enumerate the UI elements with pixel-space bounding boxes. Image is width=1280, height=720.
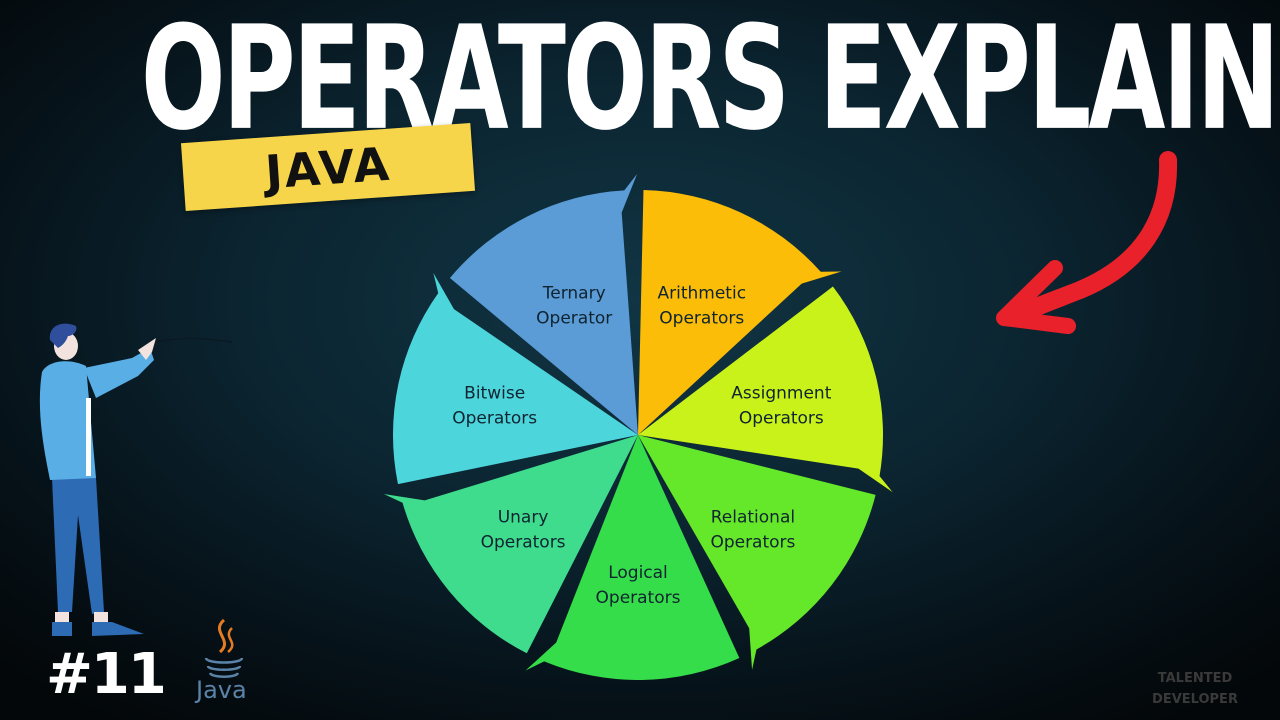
channel-watermark: TALENTED DEVELOPER bbox=[1140, 668, 1250, 710]
episode-number: #11 bbox=[46, 642, 167, 707]
segment-relational bbox=[638, 435, 876, 670]
segment-bitwise bbox=[393, 272, 638, 485]
java-logo-text: Java bbox=[196, 676, 247, 704]
segment-unary bbox=[383, 435, 638, 654]
segment-ternary bbox=[449, 174, 638, 435]
segment-arithmetic bbox=[638, 190, 842, 435]
watermark-line-1: TALENTED bbox=[1157, 671, 1233, 686]
segment-logical bbox=[525, 435, 740, 680]
watermark-line-2: DEVELOPER bbox=[1152, 692, 1238, 707]
segment-assignment bbox=[638, 286, 893, 493]
page-title: OPERATORS EXPLAINED bbox=[140, 0, 1280, 163]
